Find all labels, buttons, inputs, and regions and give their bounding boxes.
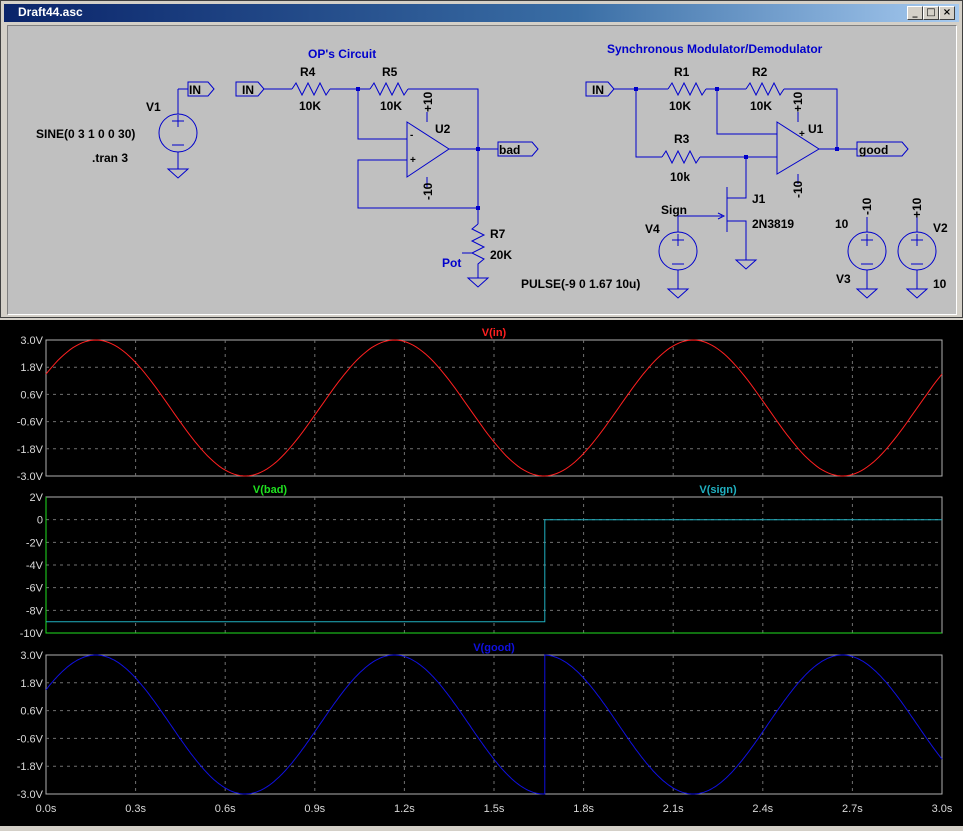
series-legend: V(bad): [253, 484, 288, 496]
sign-net-label: Sign: [661, 203, 687, 217]
v4-value: PULSE(-9 0 1.67 10u): [521, 277, 640, 291]
plot-pane-frame: [45, 654, 943, 795]
j1-model: 2N3819: [752, 217, 794, 231]
u2-supply-neg: -10: [421, 182, 435, 200]
v3-net-label: -10: [860, 197, 874, 215]
x-tick-label: 2.7s: [842, 803, 863, 815]
y-tick-label: -6V: [26, 583, 44, 595]
v1-net-label: IN: [189, 83, 201, 97]
bad-net-label: bad: [499, 143, 520, 157]
y-tick-label: 3.0V: [20, 335, 43, 347]
u2-supply-pos: +10: [421, 91, 435, 112]
y-tick-label: -10V: [20, 628, 44, 640]
tran-directive: .tran 3: [92, 151, 128, 165]
series-v-bad: [45, 497, 942, 634]
r1-name: R1: [674, 65, 690, 79]
window-title: Draft44.asc: [18, 5, 83, 19]
v3-name: V3: [836, 272, 851, 286]
y-tick-label: -3.0V: [17, 789, 44, 801]
v2-value: 10: [933, 277, 947, 291]
plot-pane-frame: [45, 339, 943, 477]
x-tick-label: 2.4s: [752, 803, 773, 815]
r4-value: 10K: [299, 99, 321, 113]
waveform-viewer[interactable]: 3.0V 1.8V 0.6V -0.6V -1.8V -3.0V V(in) 2V 0 -2V -4…: [0, 320, 963, 826]
x-tick-label: 3.0s: [932, 803, 953, 815]
r3-value: 10k: [670, 170, 690, 184]
y-tick-label: -2V: [26, 537, 44, 549]
v3-value: 10: [835, 217, 849, 231]
series-v-sign: [46, 519, 942, 623]
v2-net-label: +10: [910, 197, 924, 218]
r2-name: R2: [752, 65, 768, 79]
x-tick-label: 2.1s: [663, 803, 684, 815]
y-tick-label: 2V: [30, 492, 44, 504]
j1-name: J1: [752, 192, 766, 206]
pot-label: Pot: [442, 256, 461, 270]
r7-name: R7: [490, 227, 506, 241]
x-tick-label: 0.9s: [304, 803, 325, 815]
sync-circuit-heading: Synchronous Modulator/Demodulator: [607, 42, 823, 56]
y-tick-label: -1.8V: [17, 761, 44, 773]
u2-name: U2: [435, 122, 451, 136]
title-bar[interactable]: Draft44.asc _ □ ×: [4, 4, 959, 22]
r1-value: 10K: [669, 99, 691, 113]
x-tick-label: 0.3s: [125, 803, 146, 815]
x-tick-label: 0.0s: [36, 803, 57, 815]
r5-value: 10K: [380, 99, 402, 113]
schematic-window: Draft44.asc _ □ ×: [0, 0, 963, 318]
x-tick-label: 1.5s: [484, 803, 505, 815]
y-tick-label: 3.0V: [20, 650, 43, 662]
good-net-label: good: [859, 143, 888, 157]
u1-supply-pos: +10: [791, 91, 805, 112]
op-circuit-heading: OP's Circuit: [308, 47, 376, 61]
u1-plus: +: [799, 129, 805, 140]
minimize-button[interactable]: _: [907, 6, 923, 20]
v2-name: V2: [933, 221, 948, 235]
waveform-plots[interactable]: 3.0V 1.8V 0.6V -0.6V -1.8V -3.0V V(in) 2V 0 -2V -4…: [0, 320, 963, 826]
y-tick-label: -0.6V: [17, 733, 44, 745]
x-tick-label: 1.8s: [573, 803, 594, 815]
series-v-good: [45, 654, 943, 795]
u1-name: U1: [808, 122, 824, 136]
r2-value: 10K: [750, 99, 772, 113]
y-tick-label: -3.0V: [17, 471, 44, 483]
series-legend: V(in): [482, 327, 507, 339]
close-button[interactable]: ×: [939, 6, 955, 20]
r7-value: 20K: [490, 248, 512, 262]
v4-name: V4: [645, 222, 660, 236]
x-tick-label: 0.6s: [215, 803, 236, 815]
v1-value: SINE(0 3 1 0 0 30): [36, 127, 135, 141]
y-tick-label: -8V: [26, 605, 44, 617]
x-tick-label: 1.2s: [394, 803, 415, 815]
series-legend: V(good): [473, 642, 515, 654]
sync-in-label: IN: [592, 83, 604, 97]
y-tick-label: -1.8V: [17, 444, 44, 456]
op-in-label: IN: [242, 83, 254, 97]
r4-name: R4: [300, 65, 316, 79]
y-tick-label: -4V: [26, 560, 44, 572]
series-legend: V(sign): [699, 484, 737, 496]
y-tick-label: 0.6V: [20, 389, 43, 401]
y-tick-label: -0.6V: [17, 417, 44, 429]
u1-supply-neg: -10: [791, 180, 805, 198]
u2-minus: -: [410, 130, 413, 141]
r5-name: R5: [382, 65, 398, 79]
y-tick-label: 0.6V: [20, 706, 43, 718]
r3-name: R3: [674, 132, 690, 146]
v1-name: V1: [146, 100, 161, 114]
y-tick-label: 1.8V: [20, 678, 43, 690]
schematic-canvas[interactable]: OP's Circuit Synchronous Modulator/Demod…: [7, 25, 957, 315]
y-tick-label: 0: [37, 515, 43, 527]
y-tick-label: 1.8V: [20, 362, 43, 374]
maximize-button[interactable]: □: [923, 6, 939, 20]
series-v-in: [45, 339, 943, 477]
schematic-drawing: OP's Circuit Synchronous Modulator/Demod…: [36, 42, 948, 299]
u2-plus: +: [410, 155, 416, 166]
